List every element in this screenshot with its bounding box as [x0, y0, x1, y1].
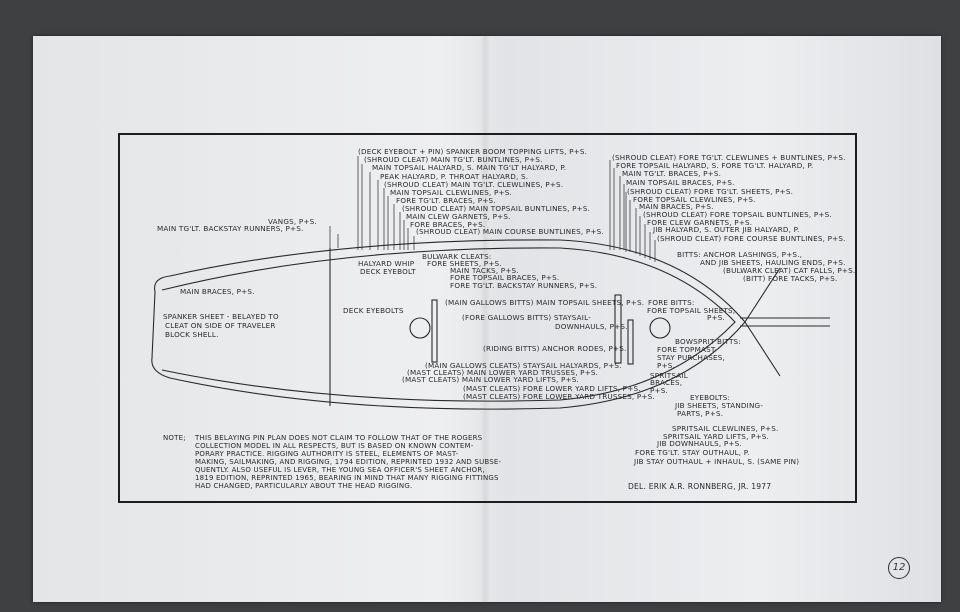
spanker-sheet-label: block shell.	[165, 330, 219, 339]
leader-lines	[329, 156, 656, 262]
head-rigging-label: Spritsail Yard Lifts, P+S.	[663, 432, 770, 441]
spanker-sheet-label: Cleat on side of traveler	[165, 321, 276, 330]
bulwark-cleats-label: Fore Tg'lt. Backstay Runners, P+S.	[450, 281, 598, 290]
note-line: porary practice. Rigging authority is St…	[195, 450, 459, 458]
rigging-label: (Shroud Cleat) Fore Tg'lt. Clewlines + B…	[612, 153, 846, 162]
fore-gallows-bitts	[627, 319, 634, 365]
fore-gallows-bitts-label: (Fore Gallows Bitts) Staysail-	[462, 313, 591, 322]
eyebolts-label: Eyebolts:	[690, 393, 731, 402]
page-number: 12	[888, 557, 910, 579]
rigging-label: Fore Topsail Halyard, S. Fore Tg'lt. Hal…	[616, 161, 814, 170]
note-line: making, Sailmaking, and Rigging, 1794 ed…	[195, 458, 502, 466]
topmast-stay-label: P+S.	[657, 361, 676, 370]
rigging-label: (Shroud Cleat) Main Topsail Buntlines, P…	[402, 204, 591, 213]
drawing-border	[118, 133, 857, 503]
bitts-label: and Jib Sheets, Hauling Ends, P+S.	[700, 258, 846, 267]
riding-bitts-label: (Riding Bitts) Anchor Rodes, P+S.	[483, 344, 627, 353]
rigging-label: Fore Braces, P+S.	[410, 220, 486, 229]
mast-cleats-label: (Mast Cleats) Fore Lower Yard Trusses, P…	[463, 392, 655, 401]
spritsail-braces-label: Spritsail	[650, 371, 688, 380]
hull-inner-rail	[161, 247, 736, 402]
rigging-label: Main Clew Garnets, P+S.	[406, 212, 511, 221]
topmast-stay-label: Fore Topmast-	[657, 345, 718, 354]
bitts-label: (Bulwark Cleat) Cat Falls, P+S.	[723, 266, 856, 275]
paper-fold	[480, 36, 490, 602]
bitts-label: Bitts: Anchor Lashings, P+S.,	[677, 250, 803, 259]
rigging-label: (Deck Eyebolt + Pin) Spanker Boom Toppin…	[358, 147, 588, 156]
fore-bitts-label: Fore Topsail Sheets,	[647, 306, 736, 315]
mast-cleats-label: (Mast Cleats) Fore Lower Yard Lifts, P+S…	[463, 384, 641, 393]
rigging-label: Fore Clew Garnets, P+S.	[647, 218, 753, 227]
rigging-label: Main Braces, P+S.	[639, 202, 714, 211]
foremast	[649, 317, 671, 339]
fore-bitts-label: Fore Bitts:	[648, 298, 695, 307]
rigging-label: Fore Tg'lt. Braces, P+S.	[396, 196, 496, 205]
main-braces-label: Main Braces, P+S.	[180, 287, 255, 296]
rigging-label: Peak Halyard, P. Throat Halyard, S.	[380, 172, 529, 181]
bulwark-cleats-label: Fore Topsail Braces, P+S.	[450, 273, 560, 282]
paper-sheet	[33, 36, 941, 602]
note-line: 1819 edition, reprinted 1965, bearing in…	[195, 474, 499, 482]
rigging-label: Main Tg'lt. Braces, P+S.	[622, 169, 722, 178]
rigging-label: Fore Topsail Clewlines, P+S.	[633, 195, 756, 204]
main-gallows-bitts-label: (Main Gallows Bitts) Main Topsail Sheets…	[445, 298, 645, 307]
rigging-label: Main Topsail Clewlines, P+S.	[390, 188, 512, 197]
draftsman-credit: Del. Erik A.R. Ronnberg, Jr. 1977	[628, 482, 772, 491]
head-rigging-label: Jib Stay Outhaul + Inhaul, S. (same pin)	[634, 457, 800, 466]
bulwark-cleats-label: Main Tacks, P+S.	[450, 266, 519, 275]
bulwark-cleats-label: Bulwark Cleats:	[422, 252, 492, 261]
main-gallows-cleats-label: (Main Gallows Cleats) Staysail Halyards,…	[425, 361, 622, 370]
mast-cleats-label: (Mast Cleats) Main Lower Yard Lifts, P+S…	[402, 375, 579, 384]
rigging-label: Main Topsail Halyard, S. Main Tg'lt Haly…	[372, 163, 567, 172]
head-rigging-label: Spritsail Clewlines, P+S.	[672, 424, 779, 433]
note-line: Collection model in all respects, but is…	[195, 442, 474, 450]
mainmast	[409, 317, 431, 339]
riding-bitts	[614, 294, 622, 364]
bowsprit-bitts-label: Bowsprit Bitts:	[675, 337, 741, 346]
head-rigging-label: Jib Downhauls, P+S.	[657, 439, 742, 448]
spritsail-braces-label: Braces,	[650, 378, 683, 387]
mast-cleats-label: (Mast Cleats) Main Lower Yard Trusses, P…	[407, 368, 599, 377]
rigging-label: Main Topsail Braces, P+S.	[626, 178, 735, 187]
rigging-label: (Shroud Cleat) Main Tg'lt. Clewlines, P+…	[384, 180, 564, 189]
eyebolts-label: Jib Sheets, Standing-	[675, 401, 764, 410]
spanker-sheet-label: Spanker Sheet - Belayed to	[163, 312, 279, 321]
bowsprit	[740, 267, 830, 377]
topmast-stay-label: stay purchases,	[657, 353, 725, 362]
bulwark-cleats-label: Fore Sheets, P+S.	[427, 259, 502, 268]
fore-bitts-label: P+S.	[707, 313, 726, 322]
note-prefix: Note;	[163, 434, 186, 442]
head-rigging-label: Fore Tg'lt. Stay Outhaul, P.	[635, 448, 750, 457]
vangs-label: Vangs, P+S.	[268, 217, 317, 226]
note-line: This belaying pin plan does not claim to…	[195, 434, 483, 442]
rigging-label: (Shroud Cleat) Main Tg'lt. Buntlines, P+…	[364, 155, 543, 164]
fore-gallows-bitts-label: Downhauls, P+S.	[555, 322, 628, 331]
bitts-label: (Bitt) Fore Tacks, P+S.	[743, 274, 838, 283]
rigging-label: (Shroud Cleat) Fore Course Buntlines, P+…	[657, 234, 846, 243]
note-line: quently. Also useful is Lever, The Young…	[195, 466, 485, 474]
eyebolts-label: parts, P+S.	[677, 409, 724, 418]
deck-eyebolts-label: Deck Eyebolts	[343, 306, 404, 315]
main-gallows-bitts	[431, 299, 438, 363]
rigging-label: Jib Halyard, S. Outer Jib Halyard, P.	[653, 225, 800, 234]
rigging-label: (Shroud Cleat) Fore Tg'lt. Sheets, P+S.	[627, 187, 794, 196]
rigging-label: (Shroud Cleat) Main Course Buntlines, P+…	[416, 227, 604, 236]
backstay-runners-label: Main Tg'lt. Backstay Runners, P+S.	[157, 224, 304, 233]
halyard-whip-label: Halyard Whip	[358, 259, 415, 268]
note-line: had changed, particularly about the head…	[195, 482, 413, 490]
spritsail-braces-label: P+S.	[650, 386, 669, 395]
halyard-whip-label: Deck Eyebolt	[360, 267, 416, 276]
rigging-label: (Shroud Cleat) Fore Topsail Buntlines, P…	[643, 210, 832, 219]
